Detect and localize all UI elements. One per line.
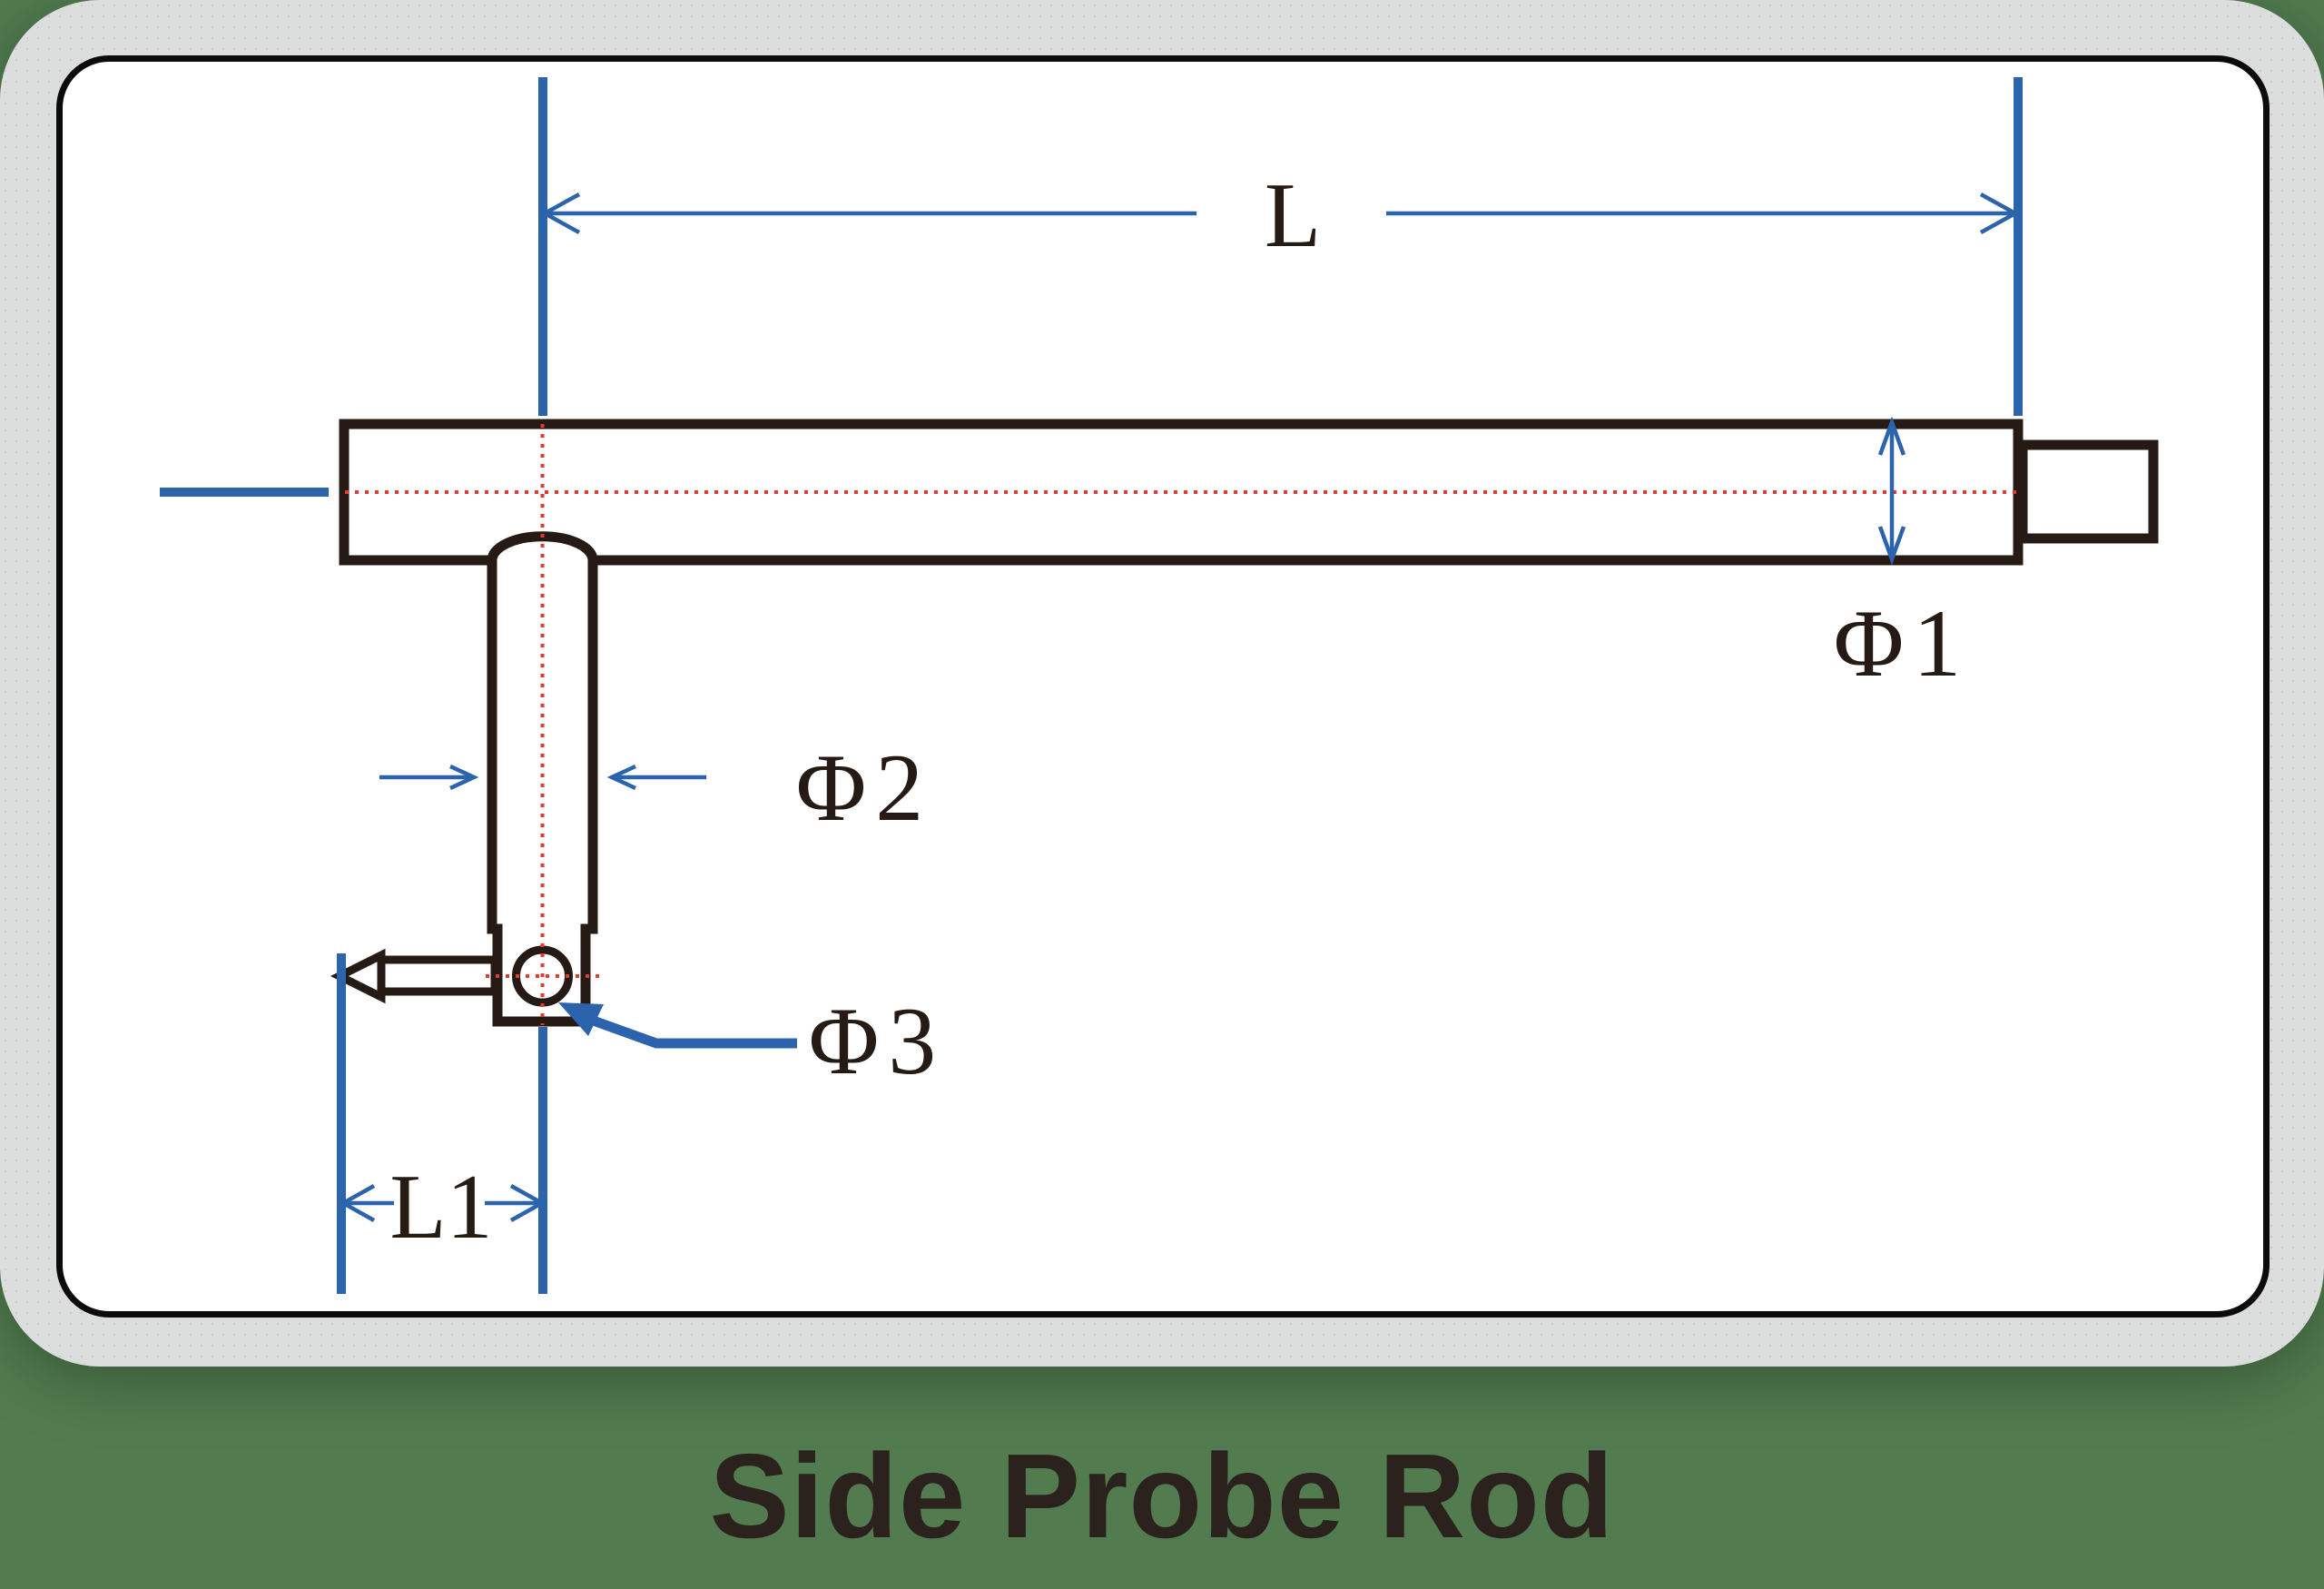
probe-cylinder-outline <box>487 556 598 1027</box>
label-length-L1: L1 <box>389 1156 492 1258</box>
leader-phi3-arrowhead <box>558 1002 604 1036</box>
rod-end-cap <box>2017 439 2159 544</box>
leader-phi3-line <box>586 1013 797 1049</box>
page-title: Side Probe Rod <box>709 1429 1615 1563</box>
dim-arrow-phi1-up <box>1877 416 1906 456</box>
drawing-panel <box>56 55 2270 1318</box>
dim-arrow-L-right <box>1979 192 2020 234</box>
dim-arrow-L1-left <box>339 1184 376 1222</box>
label-diameter-phi2: Φ2 <box>796 735 932 841</box>
rod-body-outline <box>339 419 2024 566</box>
side-tip-shaft <box>376 955 499 996</box>
dim-arrow-phi2-right <box>606 764 636 791</box>
label-diameter-phi3: Φ3 <box>809 988 945 1094</box>
label-length-L: L <box>1265 164 1321 267</box>
dim-arrow-L1-right <box>509 1184 547 1222</box>
side-tip-point <box>330 948 386 1004</box>
dim-arrow-phi1-down <box>1877 526 1906 566</box>
dim-arrow-L-left <box>540 192 581 234</box>
dim-arrow-phi2-left <box>449 764 479 791</box>
label-diameter-phi1: Φ1 <box>1834 590 1970 696</box>
